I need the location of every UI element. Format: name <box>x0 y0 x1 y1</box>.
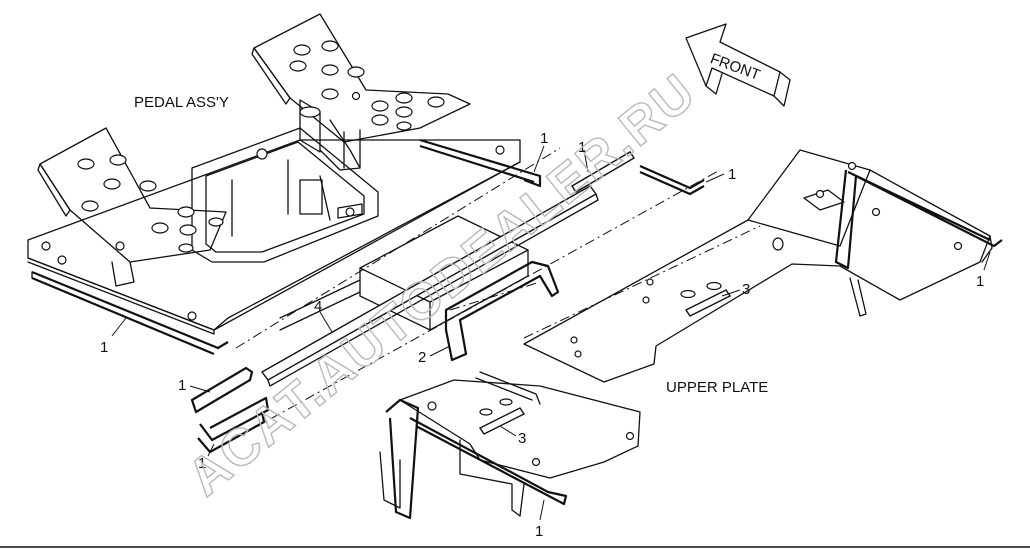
guide-tube <box>260 185 599 387</box>
callout-1-right-bracket: 1 <box>728 166 736 183</box>
callout-1-lower-left: 1 <box>178 377 186 394</box>
upper-plate-label: UPPER PLATE <box>666 379 768 396</box>
callout-4-tube: 4 <box>314 298 322 315</box>
bracket-lower-left <box>190 366 270 454</box>
callout-1-bottom-left: 1 <box>100 339 108 356</box>
callouts: 1 1 1 1 1 1 1 1 2 3 3 4 <box>100 130 991 540</box>
callout-1-top-right: 1 <box>578 139 586 156</box>
callout-1-lowest-left: 1 <box>198 455 206 472</box>
pedal-assy-label: PEDAL ASS'Y <box>134 94 229 111</box>
long-rod-upper <box>419 138 542 188</box>
callout-2-handle: 2 <box>418 349 426 366</box>
callout-1-far-right: 1 <box>976 273 984 290</box>
upper-plate <box>523 149 1003 383</box>
upper-plate-lower-panel <box>379 371 641 520</box>
callout-3-lower: 3 <box>518 430 526 447</box>
rod-bottom-left <box>31 270 229 356</box>
pedal-assembly <box>27 13 521 335</box>
front-arrow: FRONT <box>685 23 791 107</box>
callout-3-upper: 3 <box>742 281 750 298</box>
callout-1-top: 1 <box>540 130 548 147</box>
callout-1-bottom: 1 <box>535 523 543 540</box>
handle <box>444 260 560 362</box>
bracket-rod-right <box>639 164 705 196</box>
short-bar-right <box>571 151 635 193</box>
